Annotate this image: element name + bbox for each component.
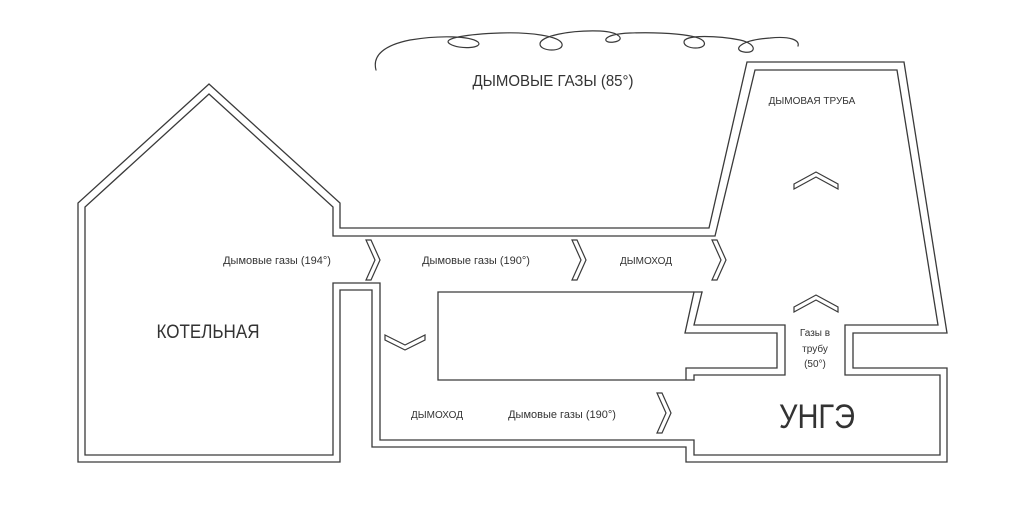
connector-label-line-2: трубу xyxy=(802,343,828,355)
chevron-down-icon xyxy=(384,334,426,351)
smoke-label: ДЫМОВЫЕ ГАЗЫ (85°) xyxy=(473,73,634,90)
unge-label: УНГЭ xyxy=(779,398,855,436)
chimney-label: ДЫМОВАЯ ТРУБА xyxy=(769,96,856,107)
chimney-connector: Газы в трубу (50°) xyxy=(800,328,830,370)
upper-flue-label-194: Дымовые газы (194°) xyxy=(223,255,331,267)
chevron-up-icon xyxy=(793,171,839,191)
lower-flue: ДЫМОХОД Дымовые газы (190°) xyxy=(384,334,672,434)
walls xyxy=(77,61,948,463)
chevron-right-icon xyxy=(711,239,727,281)
flue-partition-outer-wall xyxy=(437,291,778,381)
smoke-group: ДЫМОВЫЕ ГАЗЫ (85°) xyxy=(374,30,799,90)
upper-flue-label-dymokhod: ДЫМОХОД xyxy=(620,256,672,267)
lower-flue-label-dymokhod: ДЫМОХОД xyxy=(411,410,463,421)
connector-label-line-1: Газы в xyxy=(800,328,830,339)
connector-label-line-3: (50°) xyxy=(804,359,826,370)
lower-flue-label-190: Дымовые газы (190°) xyxy=(508,409,616,421)
boiler-room: КОТЕЛЬНАЯ xyxy=(157,322,260,343)
building-inner-wall xyxy=(84,69,941,456)
chimney: ДЫМОВАЯ ТРУБА xyxy=(769,96,856,314)
chevron-right-icon xyxy=(365,239,381,281)
upper-flue-label-190: Дымовые газы (190°) xyxy=(422,255,530,267)
unge-unit: УНГЭ xyxy=(779,398,855,436)
boiler-room-label: КОТЕЛЬНАЯ xyxy=(157,322,260,343)
chevron-up-icon xyxy=(793,294,839,314)
chevron-right-icon xyxy=(656,392,672,434)
building-outer-wall xyxy=(77,61,948,463)
flue-partition-inner-wall xyxy=(693,291,786,381)
chevron-right-icon xyxy=(571,239,587,281)
smoke-cloud xyxy=(374,30,799,71)
upper-flue: Дымовые газы (194°) Дымовые газы (190°) … xyxy=(223,239,727,281)
